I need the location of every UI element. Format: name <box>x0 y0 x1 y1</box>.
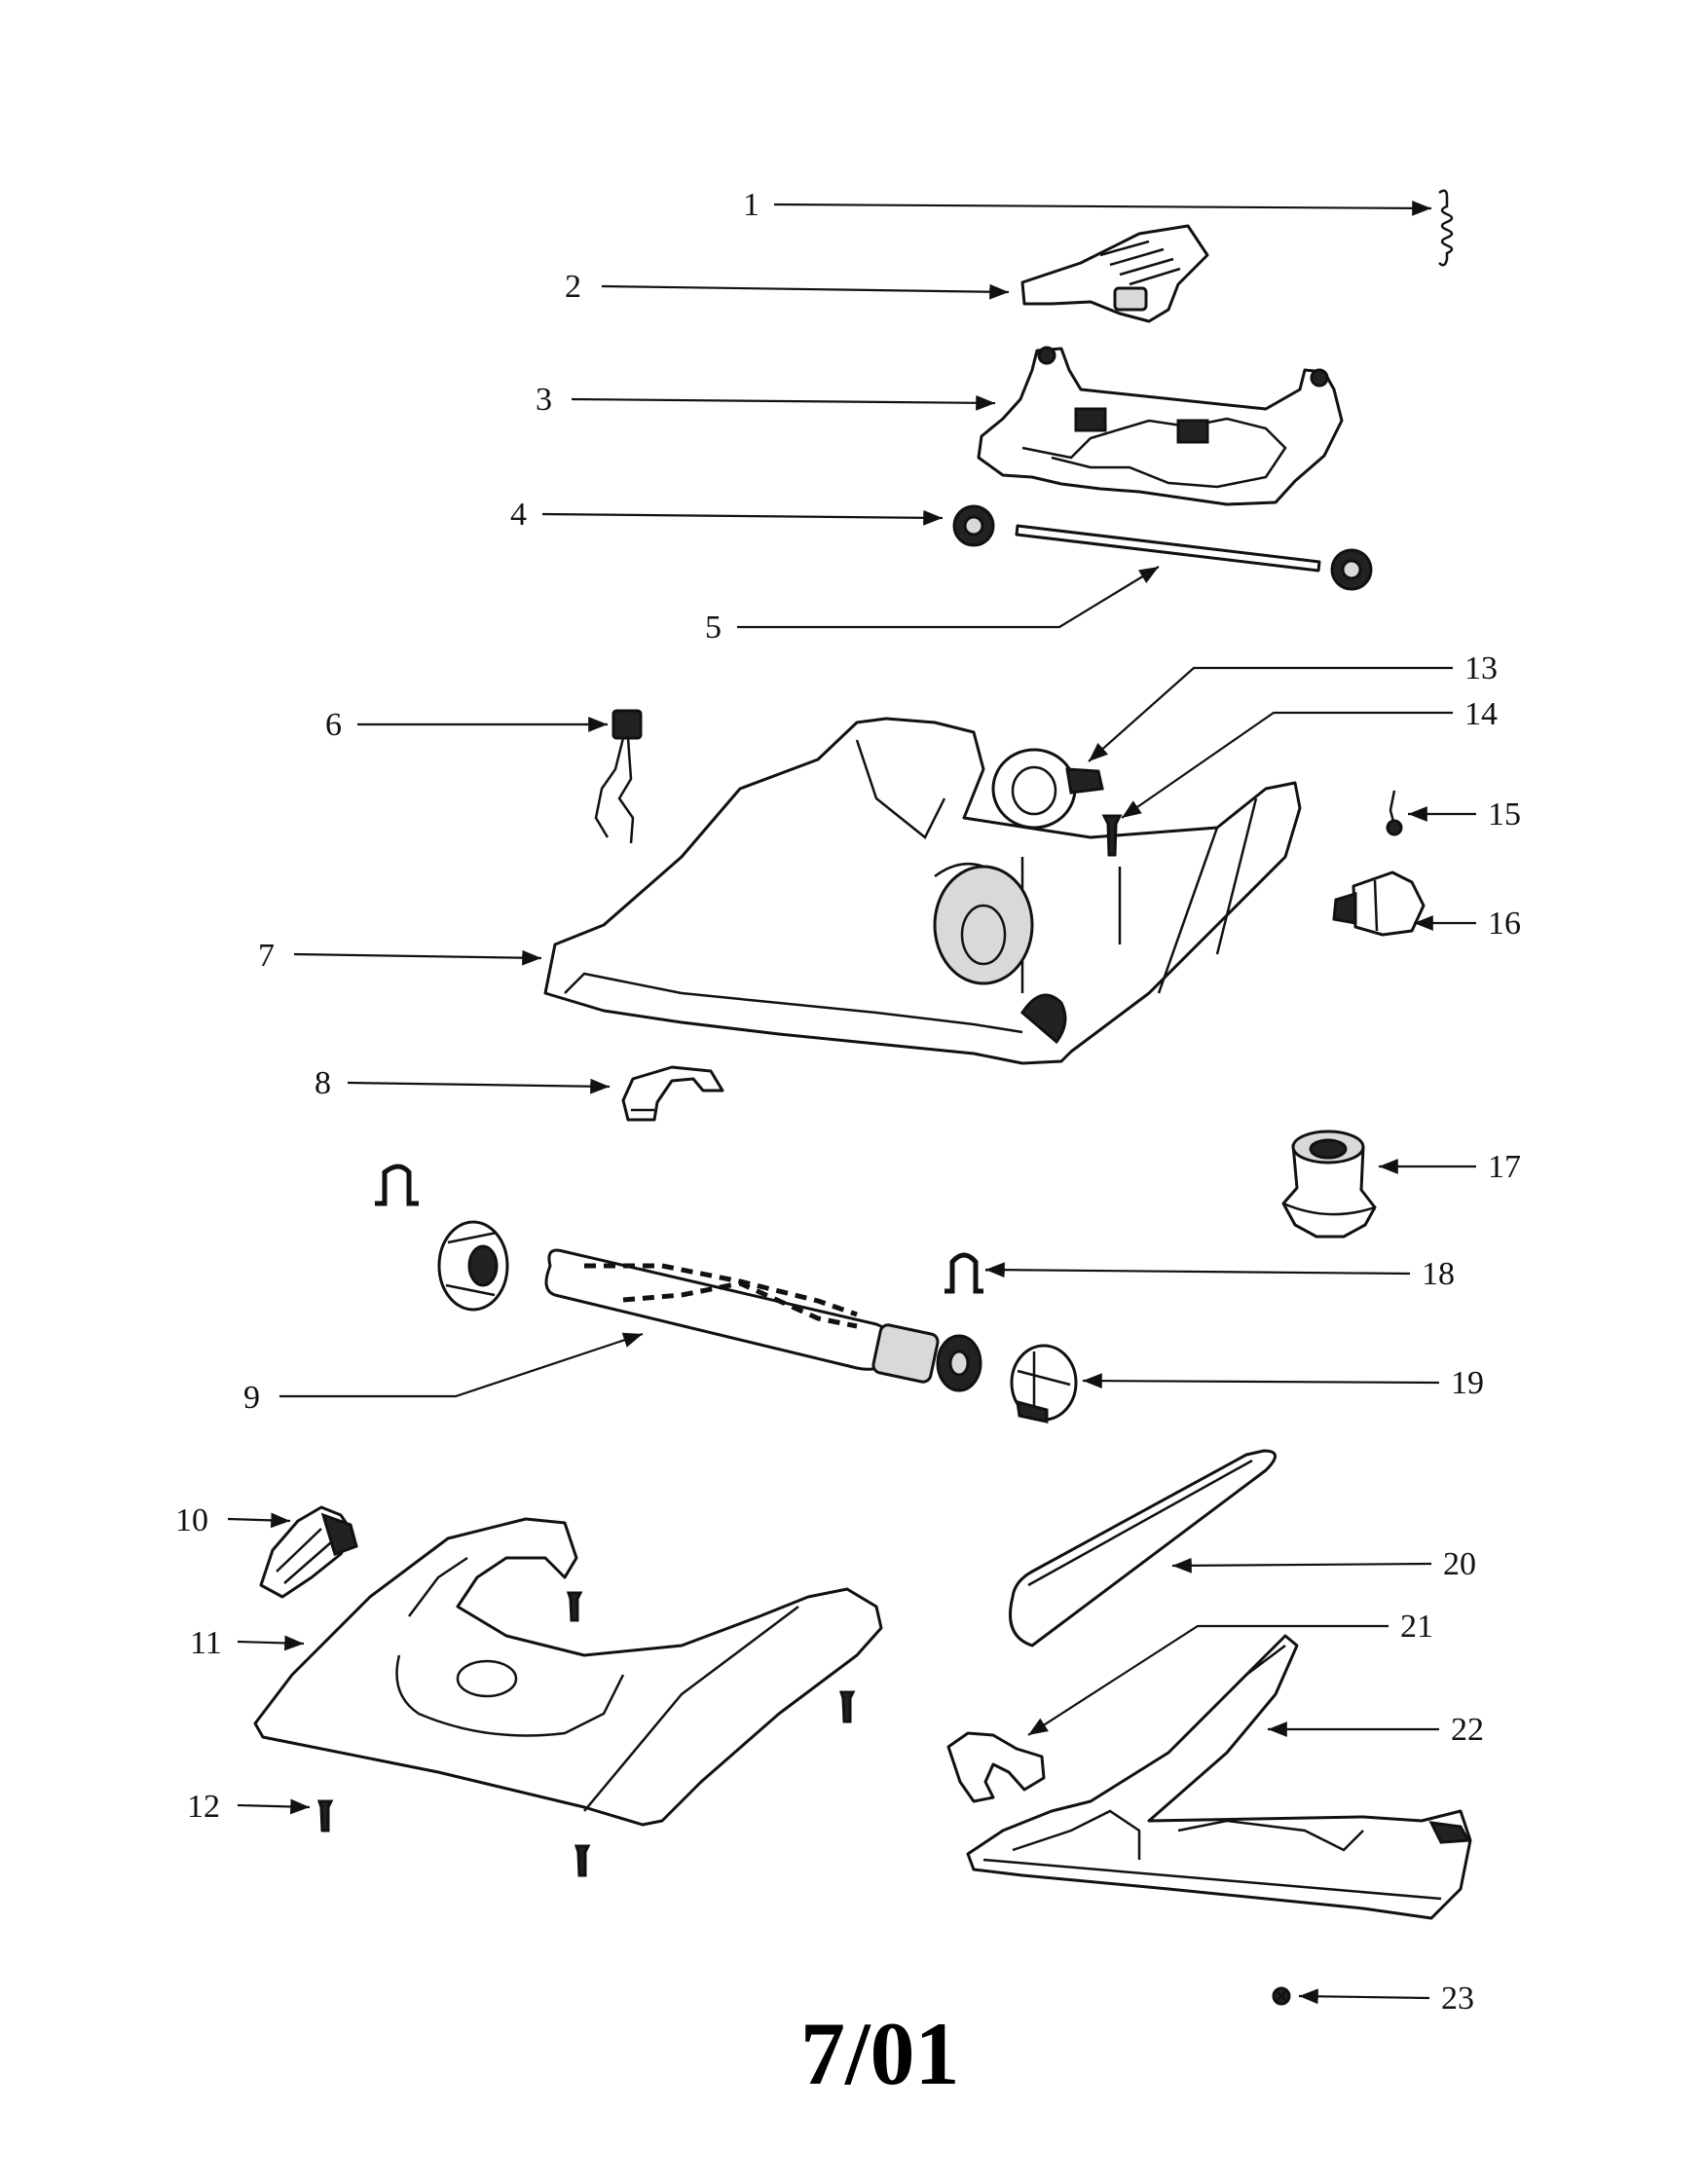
part-number-20: 20 <box>1443 1546 1476 1582</box>
revision-date-code: 7/01 <box>800 2004 960 2103</box>
part-8-clip <box>621 1065 724 1122</box>
part-2-pedal <box>1020 224 1209 323</box>
part-16-bulb-socket <box>1332 870 1426 937</box>
part-12-screw-a <box>316 1799 334 1832</box>
part-9-end-cap <box>437 1220 509 1312</box>
part-21-clip <box>946 1731 1046 1803</box>
part-6-switch <box>594 709 643 844</box>
part-3-base-frame <box>977 346 1344 506</box>
part-13-belt-guard <box>991 748 1104 830</box>
part-12-screw-b <box>574 1844 591 1877</box>
part-number-17: 17 <box>1488 1149 1521 1185</box>
part-20-belt <box>1009 1449 1277 1647</box>
part-number-12: 12 <box>187 1789 220 1825</box>
part-number-14: 14 <box>1464 696 1498 732</box>
part-number-6: 6 <box>325 707 342 743</box>
part-number-8: 8 <box>315 1065 331 1101</box>
part-number-labels: 1 2 3 4 5 6 7 8 9 10 11 12 13 14 15 16 1… <box>175 187 1521 2017</box>
part-number-15: 15 <box>1488 796 1521 833</box>
part-number-18: 18 <box>1422 1256 1455 1292</box>
part-17-pulley-cup <box>1281 1129 1377 1239</box>
part-18-clip-left <box>375 1164 419 1206</box>
part-number-10: 10 <box>175 1502 208 1538</box>
part-number-21: 21 <box>1400 1609 1433 1645</box>
part-number-4: 4 <box>510 497 527 533</box>
part-number-13: 13 <box>1464 650 1498 686</box>
part-number-3: 3 <box>536 382 552 418</box>
leader-lines <box>227 200 1476 2005</box>
part-number-2: 2 <box>565 269 581 305</box>
part-number-23: 23 <box>1441 1980 1474 2017</box>
part-number-9: 9 <box>243 1380 260 1416</box>
part-number-16: 16 <box>1488 906 1521 942</box>
part-5-axle <box>1015 524 1321 573</box>
part-4-wheel-left <box>952 504 995 547</box>
part-number-22: 22 <box>1451 1712 1484 1748</box>
part-18-clip-right <box>945 1252 983 1294</box>
part-7-nozzle-body <box>543 717 1302 1065</box>
part-number-11: 11 <box>190 1625 222 1661</box>
part-22-base-plate <box>966 1634 1472 1920</box>
part-12-screw-c <box>566 1591 583 1622</box>
part-number-5: 5 <box>705 610 722 646</box>
part-number-19: 19 <box>1451 1365 1484 1401</box>
part-19-bearing-cap <box>1010 1344 1078 1424</box>
part-number-1: 1 <box>743 187 759 223</box>
part-23-small-screw <box>1272 1986 1291 2006</box>
part-12-screw-d <box>838 1690 856 1723</box>
part-15-pin <box>1386 790 1403 836</box>
part-14-screw <box>1101 814 1123 857</box>
part-1-spring <box>1438 189 1454 267</box>
part-4-wheel-right <box>1330 548 1373 591</box>
part-number-7: 7 <box>258 938 275 974</box>
part-9-brush-roll <box>544 1248 982 1392</box>
part-10-bumper <box>259 1505 358 1599</box>
part-11-hood-cover <box>253 1517 883 1827</box>
